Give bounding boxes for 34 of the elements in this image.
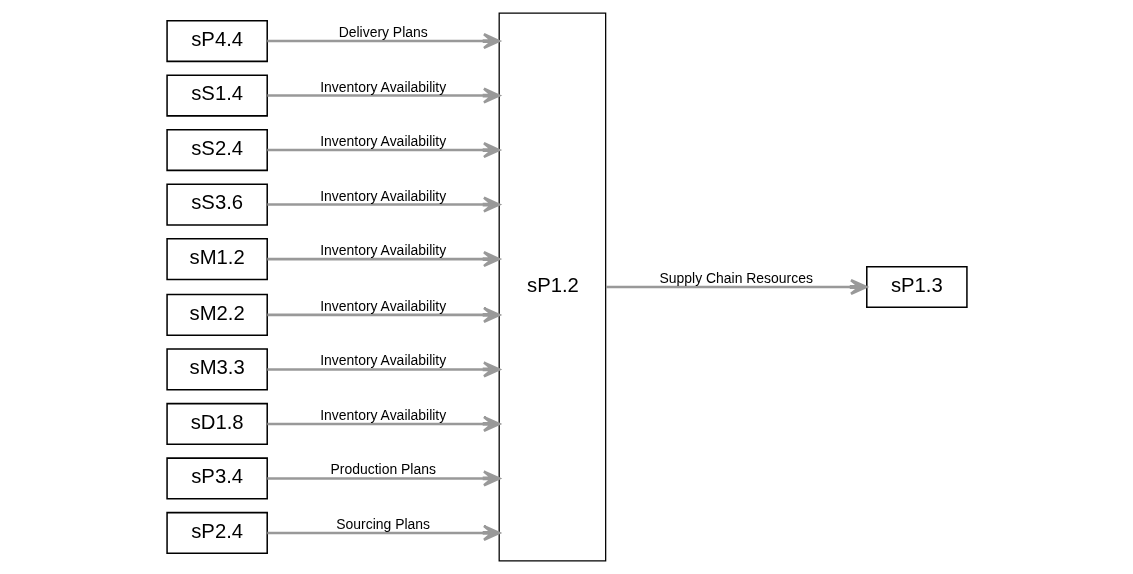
node-box: sM1.2 (165, 238, 268, 281)
node-box: sS1.4 (165, 74, 268, 117)
arrow (266, 361, 500, 378)
node-box: sM2.2 (165, 293, 268, 336)
arrow (266, 524, 500, 542)
node-box: sP1.2 (498, 12, 606, 562)
node-box: sP2.4 (165, 511, 268, 554)
arrow (605, 278, 868, 296)
edge-label: Inventory Availability (319, 187, 446, 204)
edge-label: Supply Chain Resources (659, 269, 813, 286)
node-box: sP4.4 (165, 20, 268, 63)
arrow (266, 196, 500, 213)
arrow (266, 415, 500, 432)
node-box: sD1.8 (165, 402, 268, 445)
edge-label: Delivery Plans (338, 24, 428, 41)
arrow (266, 470, 500, 487)
arrow (266, 142, 500, 159)
edge-label: Inventory Availability (319, 406, 446, 423)
node-box: sS2.4 (165, 129, 268, 172)
node-box: sM3.3 (165, 348, 268, 391)
edge-label: Production Plans (330, 461, 436, 478)
edge-label: Inventory Availability (319, 78, 446, 95)
node-box: sP1.3 (865, 265, 968, 309)
arrow (266, 251, 500, 268)
edge-label: Inventory Availability (319, 133, 446, 150)
arrow (266, 306, 500, 323)
node-box: sS3.6 (165, 183, 268, 226)
node-box: sP3.4 (165, 457, 268, 500)
arrow (266, 87, 500, 104)
edge-label: Inventory Availability (319, 242, 446, 259)
arrow (266, 32, 500, 50)
edge-label: Inventory Availability (319, 297, 446, 314)
edge-label: Sourcing Plans (335, 515, 430, 532)
edge-label: Inventory Availability (319, 352, 446, 369)
